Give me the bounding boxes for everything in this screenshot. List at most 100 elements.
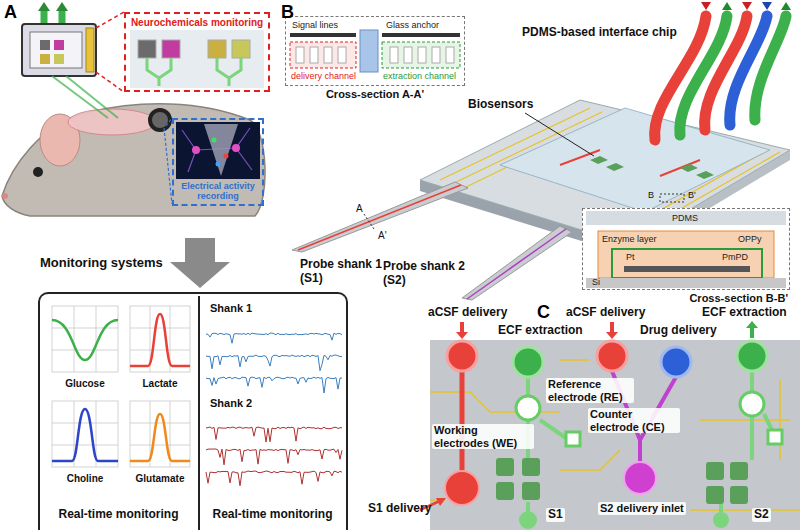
chart-grid	[130, 306, 190, 372]
node-text: Electrical activity recording	[175, 181, 261, 202]
headstage-drawing	[44, 10, 62, 24]
chip-photo	[706, 486, 724, 504]
chip-photo	[740, 392, 764, 416]
zoom-lines	[96, 12, 124, 28]
chart-cell: Shank 2	[202, 395, 344, 490]
cross-section-drawing	[612, 249, 762, 278]
probe-shank	[364, 214, 374, 229]
node-text: Choline	[46, 473, 124, 485]
headstage-drawing	[54, 54, 64, 64]
sensor-array	[162, 40, 180, 58]
sensor-array	[130, 30, 264, 88]
node-text: Glucose	[46, 378, 124, 390]
probe-chip	[696, 171, 714, 179]
flow-arrowhead	[746, 321, 758, 328]
figure-label: Si	[592, 277, 600, 287]
chip-photo	[447, 341, 477, 371]
headstage-drawing	[22, 24, 96, 76]
sensor-array	[232, 40, 250, 58]
figure-label: ECF extraction	[702, 306, 787, 320]
chip-photo	[445, 471, 479, 505]
tubing	[755, 16, 786, 120]
node-text: Cross-section A-A'	[285, 88, 465, 101]
figure-label: Working electrodes (WE)	[432, 424, 534, 449]
flow-arrowhead	[722, 2, 732, 10]
figure-label: S1	[546, 508, 565, 522]
mouse-illustration	[33, 167, 43, 177]
chip-photo	[624, 462, 656, 494]
figure-label: A'	[378, 230, 387, 242]
mouse-illustration	[150, 110, 170, 130]
figure-label: Enzyme layer	[602, 234, 657, 244]
inset-box: Neurochemicals monitoring	[124, 12, 270, 92]
cross-section-drawing	[360, 30, 378, 72]
probe-chip	[525, 113, 594, 156]
neuron-image	[212, 138, 217, 143]
headstage-drawing	[40, 54, 50, 64]
panel-divider	[198, 296, 200, 530]
panel-letter: C	[537, 302, 550, 323]
mouse-illustration	[2, 193, 8, 199]
figure-label: B	[648, 190, 654, 200]
figure-label: B'	[688, 190, 696, 200]
cross-section-drawing	[390, 47, 398, 63]
cross-section-drawing	[310, 47, 318, 63]
cross-section-drawing	[290, 33, 356, 37]
figure-label: Reference electrode (RE)	[546, 378, 634, 403]
figure-label: Pt	[626, 252, 635, 262]
headstage-drawing	[38, 2, 50, 11]
flow-arrowhead	[781, 2, 791, 10]
node-text: Glutamate	[124, 473, 196, 485]
probe-chip	[590, 156, 608, 164]
figure-label: ECF extraction	[498, 324, 583, 338]
flow-arrowhead	[701, 2, 791, 10]
cross-section-drawing	[582, 208, 790, 290]
cross-section-drawing	[382, 42, 460, 68]
monitoring-panel: Real-time monitoringReal-time monitoring…	[38, 292, 348, 530]
sensor-array	[208, 40, 226, 58]
neuron-image	[232, 144, 240, 152]
figure-label: extraction channel	[383, 71, 456, 81]
chip-photo	[730, 462, 748, 480]
neuron-image	[176, 122, 260, 179]
figure-label: delivery channel	[291, 71, 356, 81]
flow-arrowhead	[701, 2, 711, 10]
probe-shank	[660, 194, 684, 202]
zoom-lines	[96, 12, 124, 92]
mouse-illustration	[2, 76, 265, 216]
figure-label: PDMS	[672, 213, 698, 223]
cross-section-drawing	[446, 47, 454, 63]
figure-label: Glass anchor	[386, 20, 439, 30]
chip-photo	[730, 486, 748, 504]
cross-section-drawing	[582, 208, 790, 290]
headstage-drawing	[56, 2, 68, 11]
headstage-drawing	[40, 40, 50, 50]
neuron-image	[216, 162, 221, 167]
panel-letter: A	[4, 2, 17, 23]
spike-trace	[206, 427, 342, 442]
chip-photo	[721, 371, 772, 512]
chip-photo	[513, 347, 543, 377]
figure-label: Monitoring systems	[40, 256, 163, 271]
cross-section-drawing	[624, 266, 750, 272]
node-text: Neurochemicals monitoring	[126, 17, 268, 29]
neuron-image	[224, 154, 229, 159]
chart-curve	[52, 320, 118, 360]
flow-arrowhead	[762, 2, 772, 10]
probe-chip	[606, 163, 624, 171]
figure-label: Signal lines	[292, 20, 338, 30]
node-text: Shank 1	[208, 302, 254, 315]
probe-shank	[298, 185, 461, 250]
zoom-lines	[96, 72, 124, 92]
chart-curve	[130, 414, 190, 461]
figure-label: Counter electrode (CE)	[588, 408, 680, 433]
chip-photo	[430, 340, 800, 530]
mouse-illustration	[2, 104, 265, 216]
figure-label: Probe shank 1 (S1)	[300, 258, 390, 286]
chip-photo	[430, 360, 800, 510]
zoom-lines	[164, 118, 172, 204]
node-text: Cross-section B-B'	[582, 292, 788, 305]
probe-shank	[462, 226, 572, 300]
flow-arrow	[170, 238, 230, 288]
cross-section-drawing	[338, 47, 346, 63]
